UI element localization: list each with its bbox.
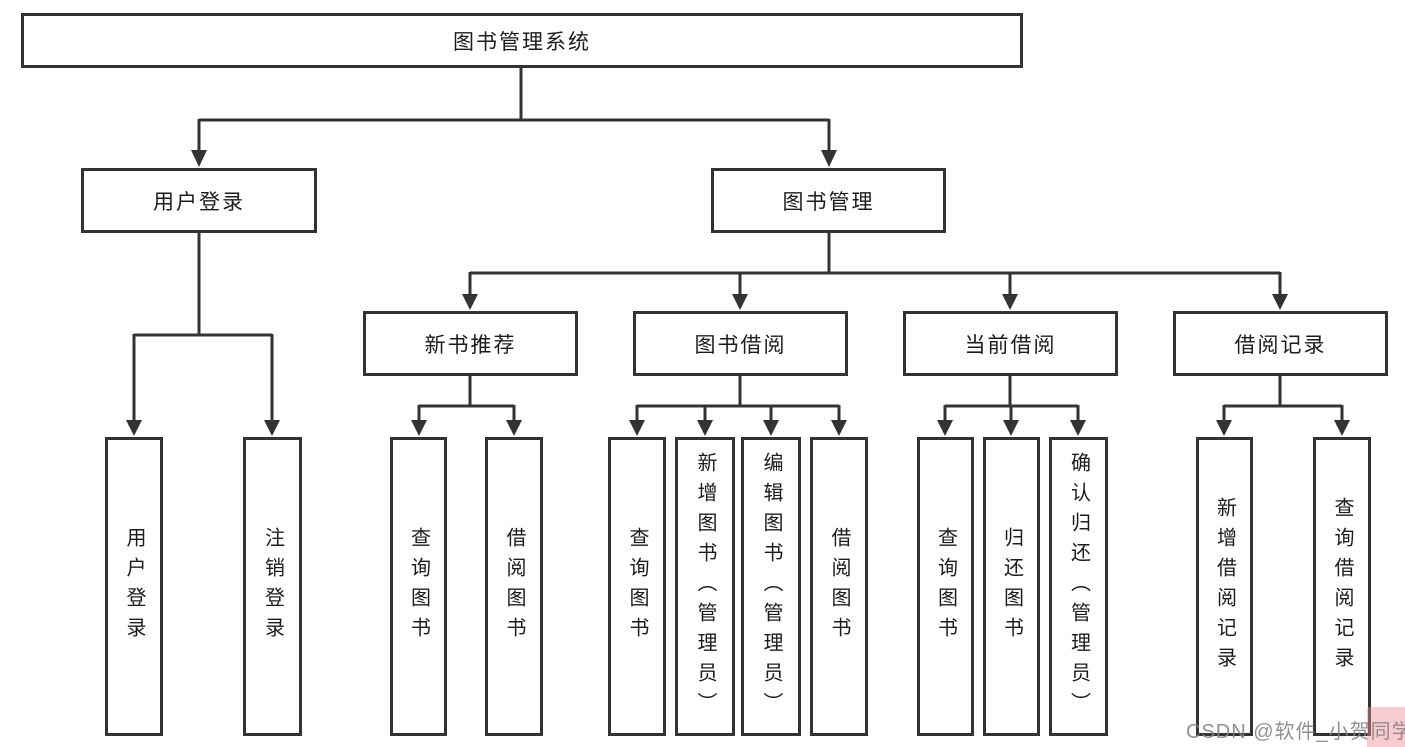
node-user-login-label: 用户登录 — [153, 190, 245, 214]
node-book-management: 图书管理 — [711, 168, 946, 233]
node-book-borrow: 图书借阅 — [633, 311, 848, 376]
leaf-borrow-books-borrow-label: 借阅图书 — [828, 526, 850, 647]
watermark-highlight — [1367, 707, 1405, 747]
leaf-query-borrow-record: 查询借阅记录 — [1313, 437, 1371, 736]
node-current-borrow-label: 当前借阅 — [964, 333, 1057, 357]
leaf-query-books-recommend: 查询图书 — [390, 437, 447, 736]
leaf-add-borrow-record-label: 新增借阅记录 — [1213, 496, 1236, 677]
leaf-query-books-current-label: 查询图书 — [934, 526, 957, 647]
leaf-confirm-return-admin: 确认归还（管理员） — [1049, 437, 1108, 736]
leaf-edit-books-admin: 编辑图书（管理员） — [741, 437, 801, 736]
node-root-library-management-system: 图书管理系统 — [21, 13, 1023, 68]
leaf-confirm-return-admin-label: 确认归还（管理员） — [1067, 451, 1090, 722]
watermark: CSDN @软件_小贺同学 — [1186, 721, 1405, 743]
leaf-query-books-current: 查询图书 — [917, 437, 974, 736]
leaf-edit-books-admin-label: 编辑图书（管理员） — [760, 451, 782, 722]
node-root-label: 图书管理系统 — [453, 30, 591, 54]
node-book-borrow-label: 图书借阅 — [694, 333, 787, 357]
leaf-query-books-recommend-label: 查询图书 — [407, 526, 430, 647]
leaf-borrow-books-borrow: 借阅图书 — [810, 437, 868, 736]
node-book-management-label: 图书管理 — [782, 190, 875, 214]
leaf-user-login-label: 用户登录 — [123, 526, 145, 647]
leaf-query-books-borrow: 查询图书 — [608, 437, 666, 736]
node-user-login: 用户登录 — [81, 168, 317, 233]
leaf-query-books-borrow-label: 查询图书 — [626, 526, 648, 647]
leaf-return-books-label: 归还图书 — [1000, 526, 1023, 647]
leaf-add-books-admin: 新增图书（管理员） — [675, 437, 735, 736]
node-borrow-records: 借阅记录 — [1173, 311, 1388, 376]
node-new-book-recommend: 新书推荐 — [363, 311, 578, 376]
leaf-logout: 注销登录 — [243, 437, 302, 736]
leaf-add-books-admin-label: 新增图书（管理员） — [694, 451, 716, 722]
node-current-borrow: 当前借阅 — [903, 311, 1118, 376]
node-borrow-records-label: 借阅记录 — [1234, 333, 1327, 357]
leaf-logout-label: 注销登录 — [261, 526, 284, 647]
leaf-return-books: 归还图书 — [983, 437, 1040, 736]
leaf-borrow-books-recommend: 借阅图书 — [485, 437, 543, 736]
leaf-user-login: 用户登录 — [105, 437, 163, 736]
node-new-book-recommend-label: 新书推荐 — [424, 333, 517, 357]
leaf-query-borrow-record-label: 查询借阅记录 — [1331, 496, 1353, 677]
leaf-borrow-books-recommend-label: 借阅图书 — [503, 526, 525, 647]
leaf-add-borrow-record: 新增借阅记录 — [1196, 437, 1253, 736]
